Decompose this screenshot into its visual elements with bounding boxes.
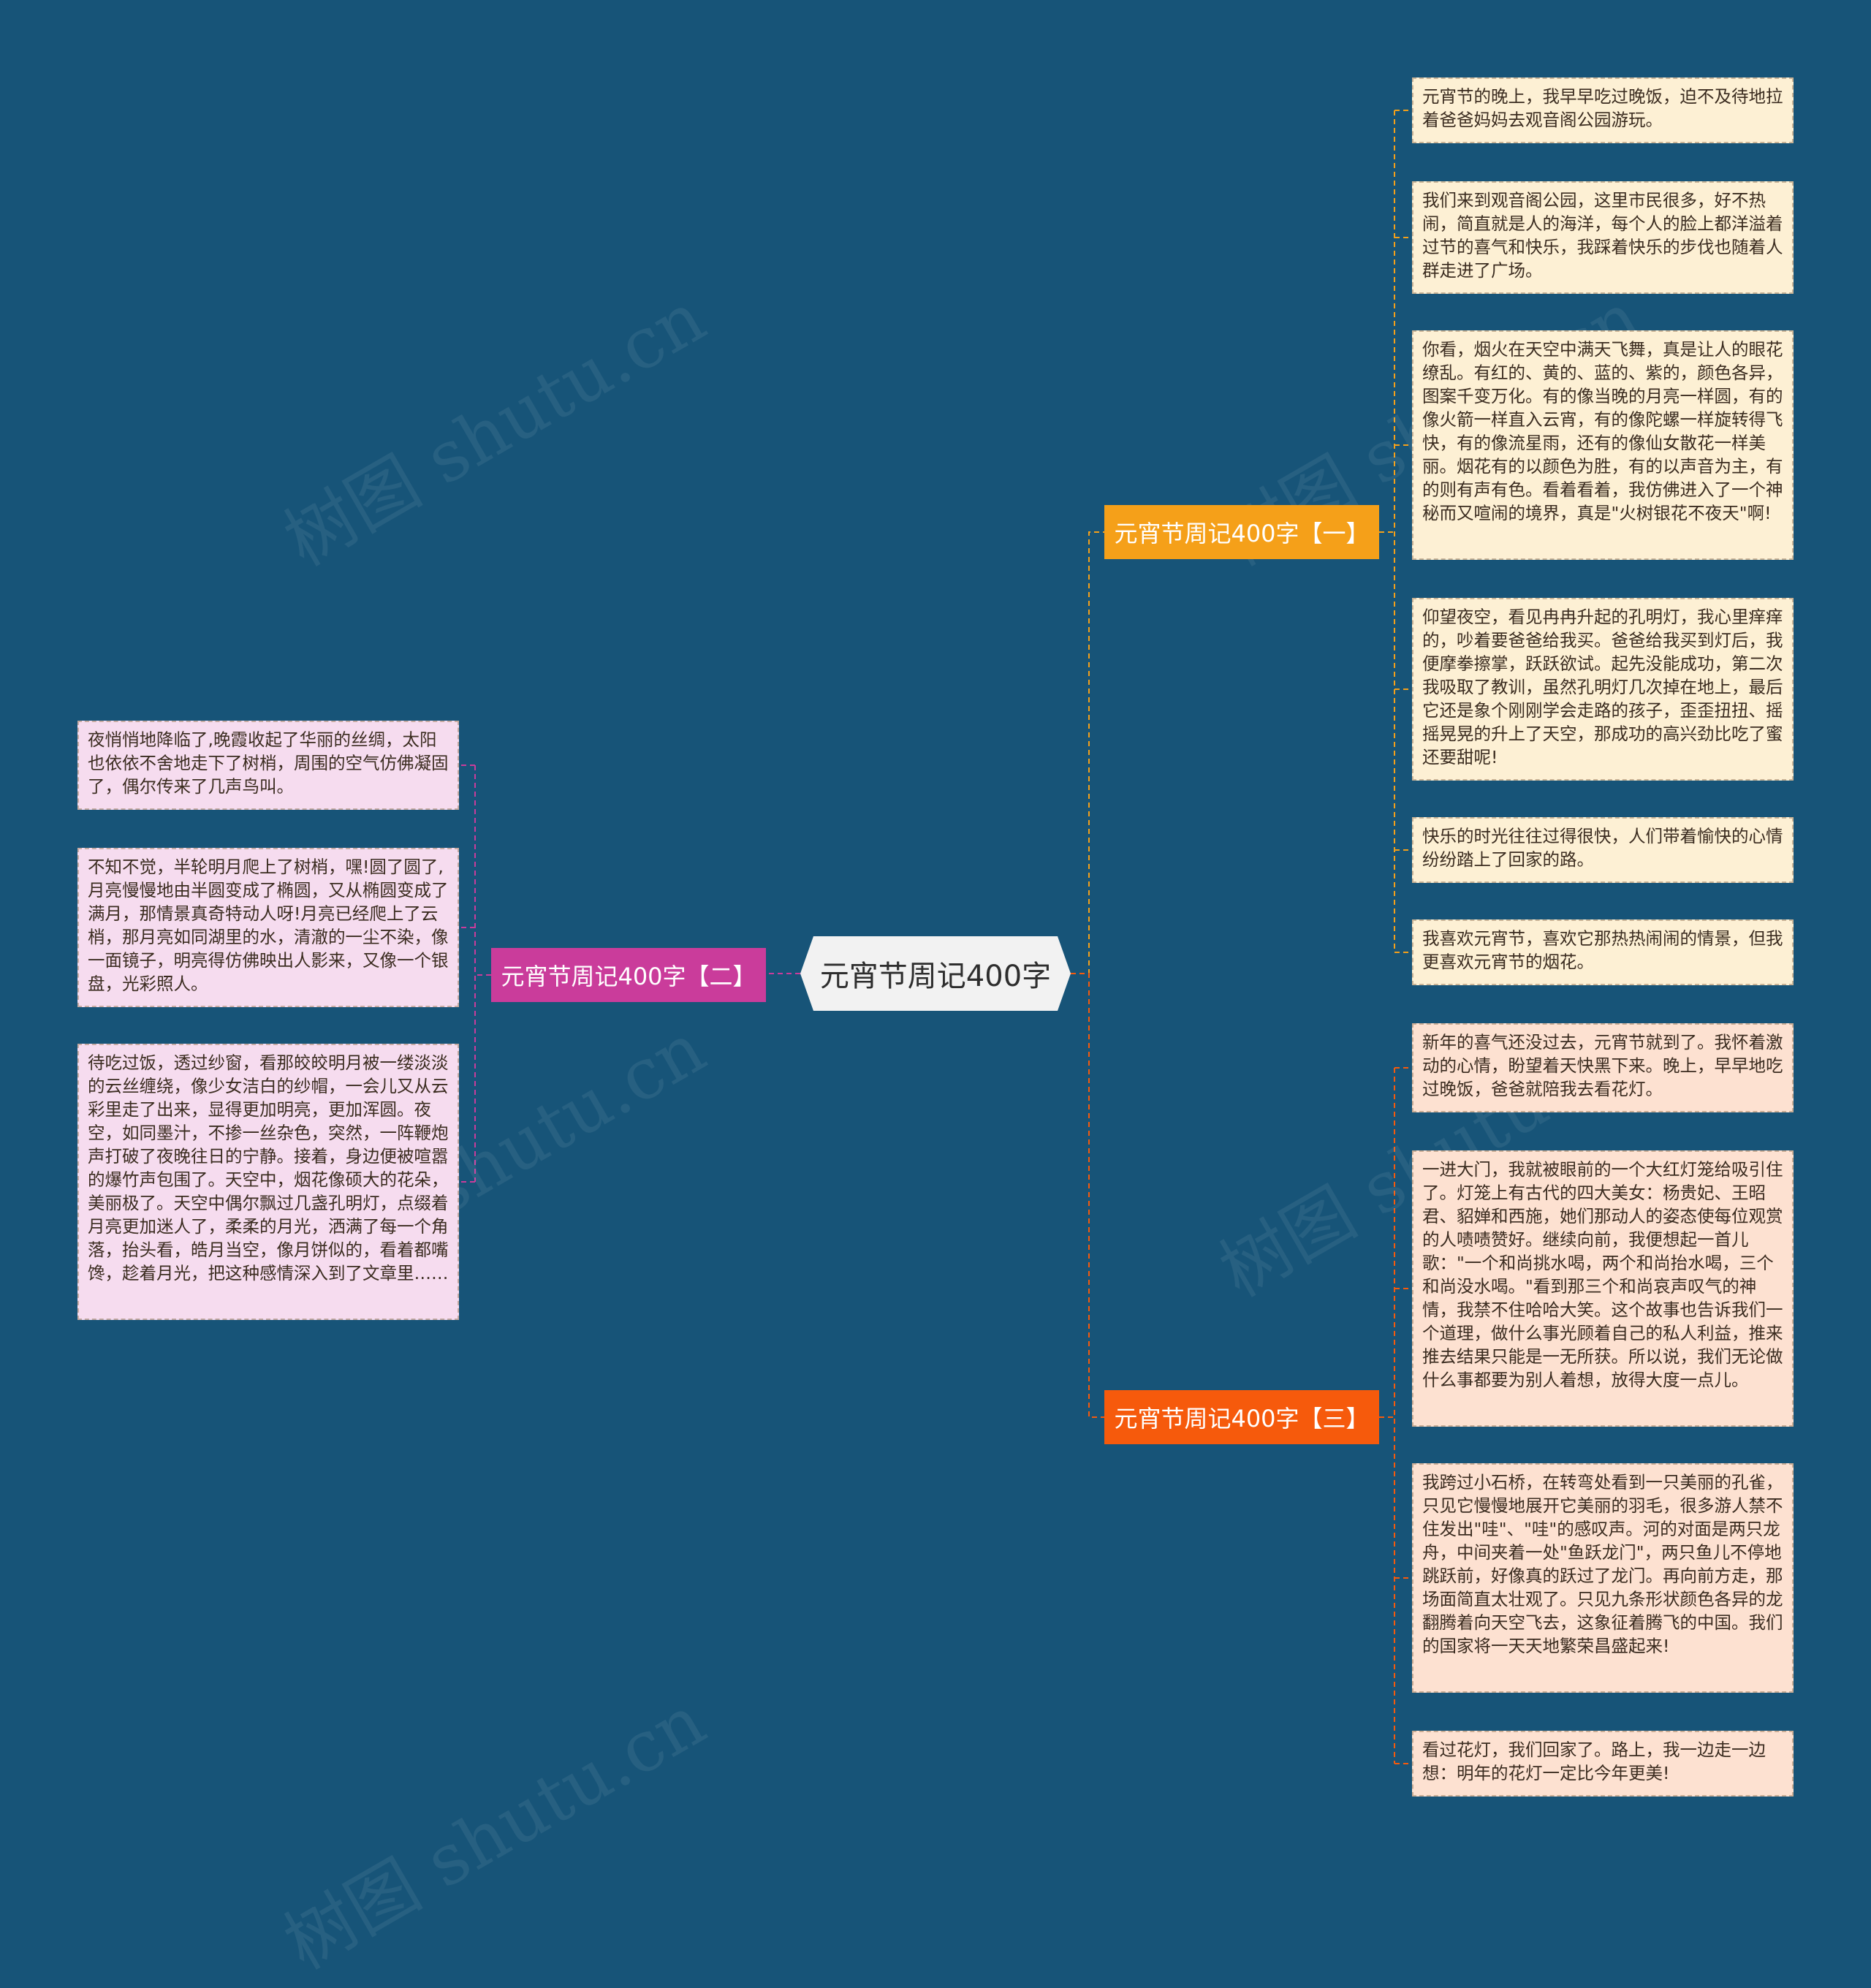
mind-map: 树图 shutu.cn 树图 shutu.cn 树图 shutu.cn 树图 s…	[77, 77, 1794, 1985]
leaf-3-2[interactable]: 一进大门，我就被眼前的一个大红灯笼给吸引住了。灯笼上有古代的四大美女：杨贵妃、王…	[1412, 1150, 1794, 1427]
leaf-1-3[interactable]: 你看，烟火在天空中满天飞舞，真是让人的眼花缭乱。有红的、黄的、蓝的、紫的，颜色各…	[1412, 330, 1794, 560]
branch-topic-2[interactable]: 元宵节周记400字【二】	[491, 948, 766, 1002]
leaf-3-3[interactable]: 我跨过小石桥，在转弯处看到一只美丽的孔雀，只见它慢慢地展开它美丽的羽毛，很多游人…	[1412, 1463, 1794, 1693]
leaf-3-1[interactable]: 新年的喜气还没过去，元宵节就到了。我怀着激动的心情，盼望着天快黑下来。晚上，早早…	[1412, 1023, 1794, 1112]
connector-lines	[459, 110, 1412, 1764]
leaf-1-1[interactable]: 元宵节的晚上，我早早吃过晚饭，迫不及待地拉着爸爸妈妈去观音阁公园游玩。	[1412, 77, 1794, 143]
root-topic[interactable]: 元宵节周记400字	[800, 936, 1071, 1011]
leaf-3-4[interactable]: 看过花灯，我们回家了。路上，我一边走一边想：明年的花灯一定比今年更美!	[1412, 1731, 1794, 1797]
leaf-1-5[interactable]: 快乐的时光往往过得很快，人们带着愉快的心情纷纷踏上了回家的路。	[1412, 817, 1794, 883]
leaf-2-2[interactable]: 不知不觉，半轮明月爬上了树梢，嘿!圆了圆了,月亮慢慢地由半圆变成了椭圆，又从椭圆…	[77, 848, 459, 1007]
leaf-2-3[interactable]: 待吃过饭，透过纱窗，看那皎皎明月被一缕淡淡的云丝缠绕，像少女洁白的纱帽，一会儿又…	[77, 1044, 459, 1320]
connector-root-branch-3	[1071, 973, 1104, 1418]
branch-topic-1[interactable]: 元宵节周记400字【一】	[1104, 505, 1379, 559]
connector-root-branch-1	[1071, 531, 1104, 974]
leaf-1-4[interactable]: 仰望夜空，看见冉冉升起的孔明灯，我心里痒痒的，吵着要爸爸给我买。爸爸给我买到灯后…	[1412, 598, 1794, 781]
leaf-1-2[interactable]: 我们来到观音阁公园，这里市民很多，好不热闹，简直就是人的海洋，每个人的脸上都洋溢…	[1412, 181, 1794, 294]
branch-topic-3[interactable]: 元宵节周记400字【三】	[1104, 1390, 1379, 1444]
leaf-2-1[interactable]: 夜悄悄地降临了,晚霞收起了华丽的丝绸，太阳也依依不舍地走下了树梢，周围的空气仿佛…	[77, 721, 459, 810]
leaf-1-6[interactable]: 我喜欢元宵节，喜欢它那热热闹闹的情景，但我更喜欢元宵节的烟花。	[1412, 919, 1794, 985]
